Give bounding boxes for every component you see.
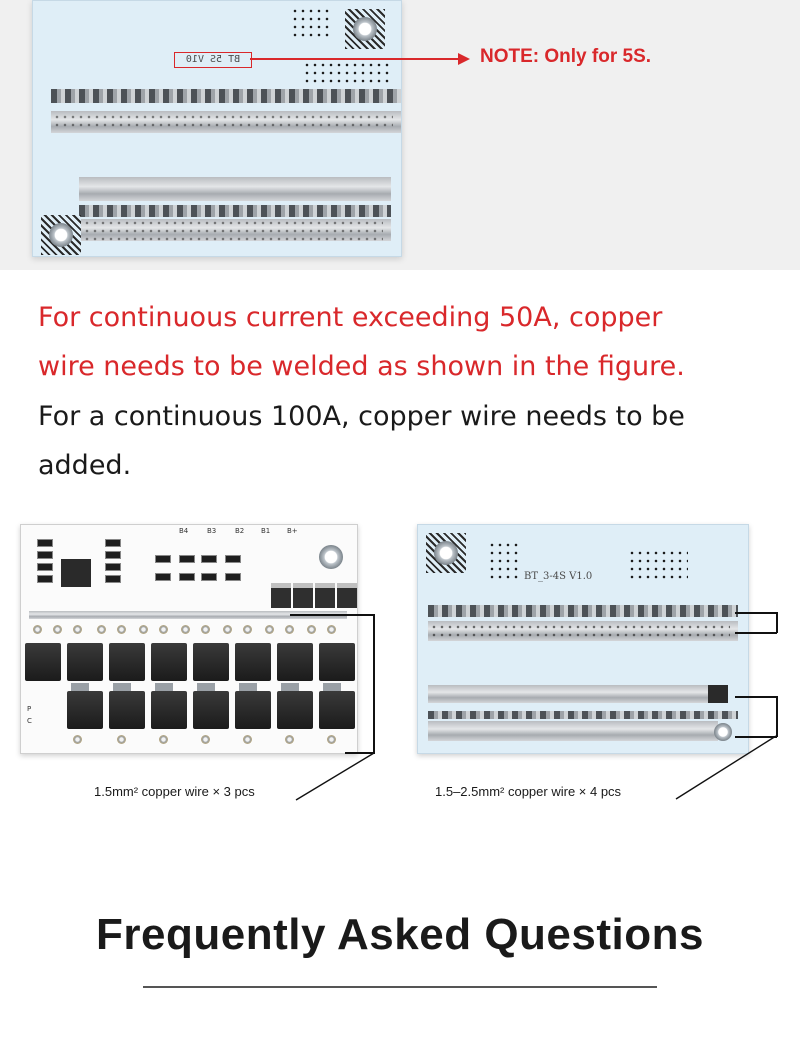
pad-label-p: P	[27, 705, 32, 713]
mosfet	[151, 691, 187, 729]
pad-label-b4: B4	[179, 527, 189, 535]
note-text: NOTE: Only for 5S.	[480, 46, 652, 67]
copper-wire-line	[735, 632, 777, 634]
mosfet	[67, 691, 103, 729]
top-pcb-photo: BT 5S V10 NOTE: Only for 5S.	[0, 0, 800, 270]
info-line-2: added.	[38, 450, 132, 481]
faq-heading: Frequently Asked Questions	[96, 910, 704, 959]
pad-label-b3: B3	[207, 527, 217, 535]
copper-wire-line	[735, 612, 777, 614]
mosfet	[67, 643, 103, 681]
info-line-1: For a continuous 100A, copper wire needs…	[38, 401, 685, 432]
pad-label-c: C	[27, 717, 32, 725]
mosfet	[235, 643, 271, 681]
copper-wire-line	[373, 614, 375, 754]
copper-wire-line	[735, 736, 777, 738]
copper-wire-line	[776, 696, 778, 737]
mosfet	[25, 643, 61, 681]
silkscreen-label: BT 5S V10	[174, 52, 252, 68]
note-arrow-line	[250, 58, 460, 60]
pcb-board-right: BT_3-4S V1.0	[417, 524, 749, 754]
board-silkscreen: BT_3-4S V1.0	[524, 571, 593, 582]
mosfet	[109, 691, 145, 729]
pointer-line	[675, 735, 777, 800]
copper-wire-line	[735, 696, 777, 698]
arrow-right-icon	[458, 53, 470, 65]
warning-line-2: wire needs to be welded as shown in the …	[38, 351, 685, 382]
copper-wire-line	[290, 614, 374, 616]
mosfet	[151, 643, 187, 681]
mosfet	[235, 691, 271, 729]
mosfet	[109, 643, 145, 681]
mounting-hole	[49, 223, 73, 247]
mosfet	[193, 691, 229, 729]
pad-label-bplus: B+	[287, 527, 298, 535]
faq-divider	[143, 986, 657, 988]
ic-chip	[61, 559, 91, 587]
mosfet	[277, 643, 313, 681]
copper-wire-line	[345, 752, 374, 754]
mosfet	[319, 691, 355, 729]
pcb-board-top	[32, 0, 402, 257]
warning-line-1: For continuous current exceeding 50A, co…	[38, 302, 663, 333]
mosfet	[193, 643, 229, 681]
pad-label-b1: B1	[261, 527, 271, 535]
pointer-line	[295, 752, 375, 801]
caption-right: 1.5–2.5mm² copper wire × 4 pcs	[435, 784, 622, 799]
mounting-hole	[353, 17, 377, 41]
copper-wire-line	[776, 612, 778, 633]
mosfet	[319, 643, 355, 681]
mosfet	[277, 691, 313, 729]
pad-label-b2: B2	[235, 527, 245, 535]
caption-left: 1.5mm² copper wire × 3 pcs	[94, 784, 255, 799]
pcb-board-left: B4 B3 B2 B1 B+ P C	[20, 524, 358, 754]
